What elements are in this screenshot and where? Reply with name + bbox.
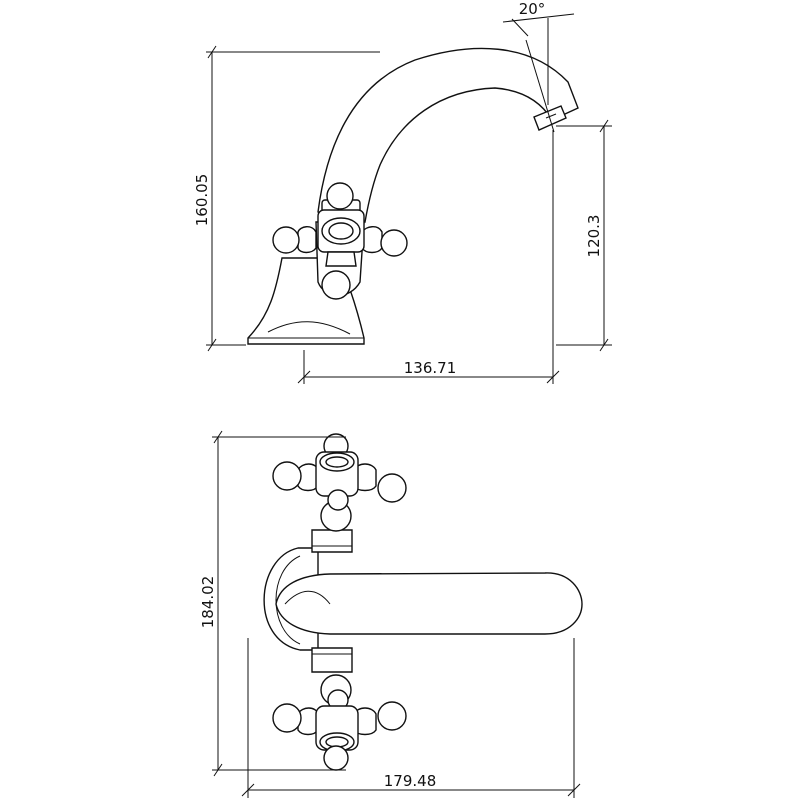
upper-handle bbox=[272, 433, 407, 511]
lower-handle bbox=[272, 689, 407, 771]
outlet-height-label: 120.3 bbox=[585, 215, 603, 258]
angle-label: 20° bbox=[519, 0, 546, 18]
length-dimension-label: 179.48 bbox=[384, 772, 437, 790]
top-view: 184.02 179.48 bbox=[199, 430, 583, 798]
side-view: 160.05 120.3 136.71 20° bbox=[193, 0, 612, 384]
width-dimension-label: 184.02 bbox=[199, 576, 217, 629]
handle-side bbox=[272, 182, 408, 300]
spout-side bbox=[317, 47, 579, 223]
reach-dimension-label: 136.71 bbox=[404, 359, 457, 377]
spout-top bbox=[275, 572, 583, 635]
height-dimension-label: 160.05 bbox=[193, 174, 211, 227]
